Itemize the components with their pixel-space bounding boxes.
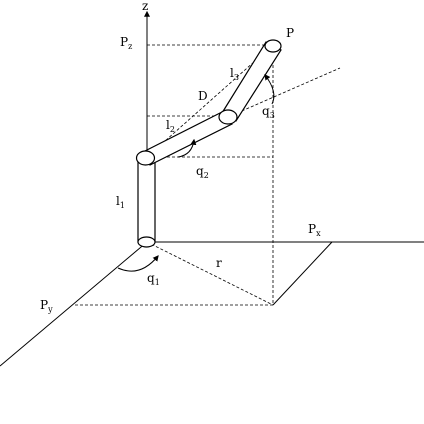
d-label: D — [198, 89, 208, 103]
l3-label: l3 — [230, 66, 239, 82]
q1-arc — [117, 255, 159, 272]
y-axis — [0, 241, 148, 367]
link2-extension — [227, 67, 341, 118]
link3-arm — [221, 41, 282, 122]
q2-label: q2 — [196, 164, 209, 180]
px-label: Px — [308, 222, 321, 238]
link1-cylinder — [137, 157, 156, 243]
py-label: Py — [40, 298, 53, 314]
point-p-label: P — [286, 26, 294, 40]
joint3 — [218, 109, 238, 125]
end-effector — [264, 39, 282, 53]
z-axis-label: z — [142, 0, 148, 13]
q1-label: q1 — [147, 271, 160, 287]
pz-label: Pz — [120, 35, 132, 51]
l2-label: l2 — [166, 118, 175, 134]
r-line — [146, 241, 274, 306]
px-projection — [272, 241, 333, 306]
q3-arc — [264, 74, 275, 105]
r-label: r — [216, 256, 222, 270]
l1-label: l1 — [116, 194, 125, 210]
link1-base — [137, 236, 156, 248]
q3-label: q3 — [262, 104, 275, 120]
q2-arc — [177, 138, 197, 158]
joint2 — [135, 150, 156, 166]
